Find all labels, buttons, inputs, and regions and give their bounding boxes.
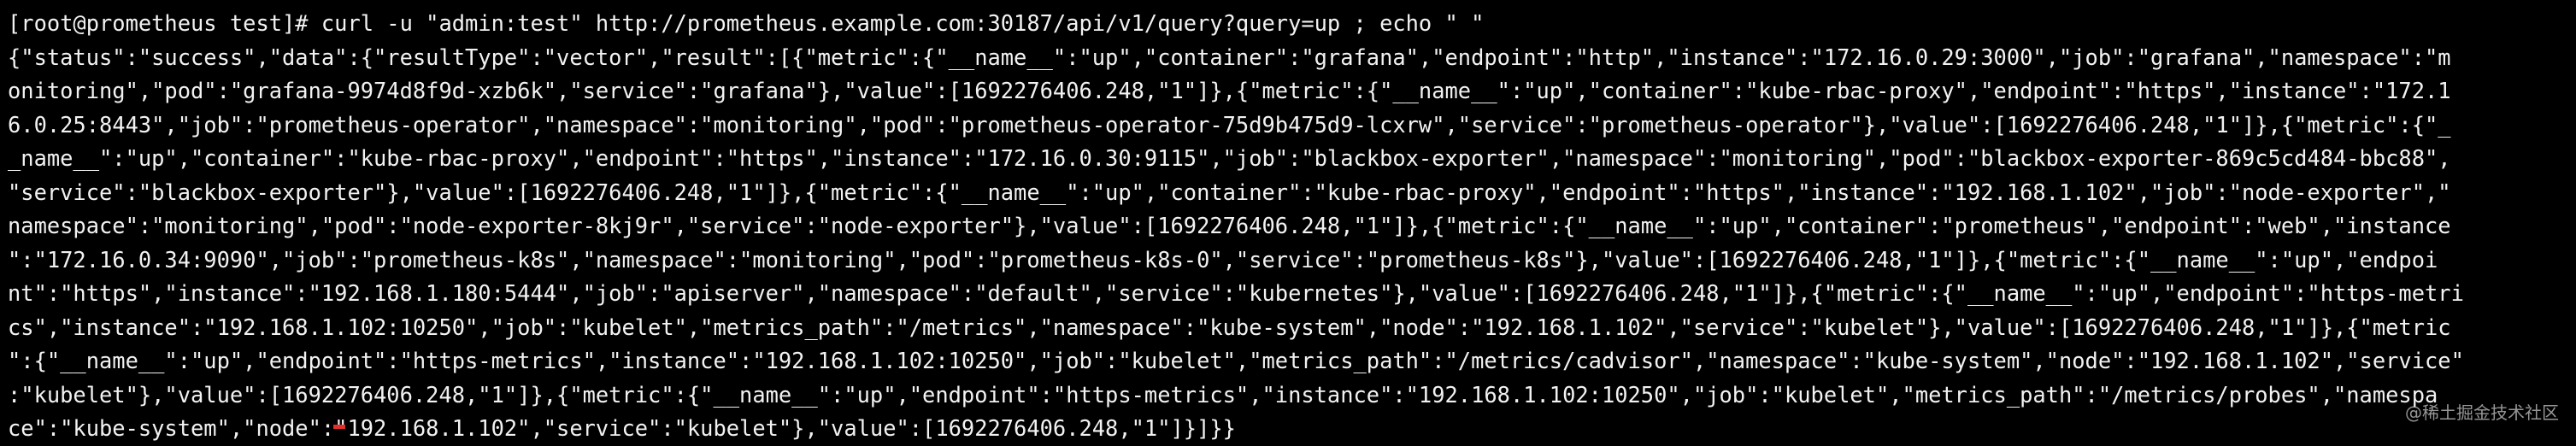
output-line: nt":"https","instance":"192.168.1.180:54… [8, 280, 2464, 306]
watermark: @稀土掘金技术社区 [2405, 402, 2559, 423]
command-line: [root@prometheus test]# curl -u "admin:t… [8, 7, 2567, 41]
command-text: curl -u "admin:test" http://prometheus.e… [321, 10, 1485, 36]
shell-prompt: [root@prometheus test]# [8, 10, 321, 36]
output-line: namespace":"monitoring","pod":"node-expo… [8, 213, 2451, 238]
output-line: "service":"blackbox-exporter"},"value":[… [8, 179, 2451, 205]
output-line: _name__":"up","container":"kube-rbac-pro… [8, 145, 2451, 171]
terminal-cursor [333, 425, 345, 429]
output-line: {"status":"success","data":{"resultType"… [8, 44, 2451, 70]
output-line: onitoring","pod":"grafana-9974d8f9d-xzb6… [8, 78, 2451, 103]
output-line: ":"172.16.0.34:9090","job":"prometheus-k… [8, 246, 2438, 273]
output-line: cs","instance":"192.168.1.102:10250","jo… [8, 314, 2451, 340]
output-line: ":{"__name__":"up","endpoint":"https-met… [8, 348, 2464, 373]
output-line: 6.0.25:8443","job":"prometheus-operator"… [8, 111, 2451, 138]
output-line: :"kubelet"},"value":[1692276406.248,"1"]… [8, 381, 2438, 408]
